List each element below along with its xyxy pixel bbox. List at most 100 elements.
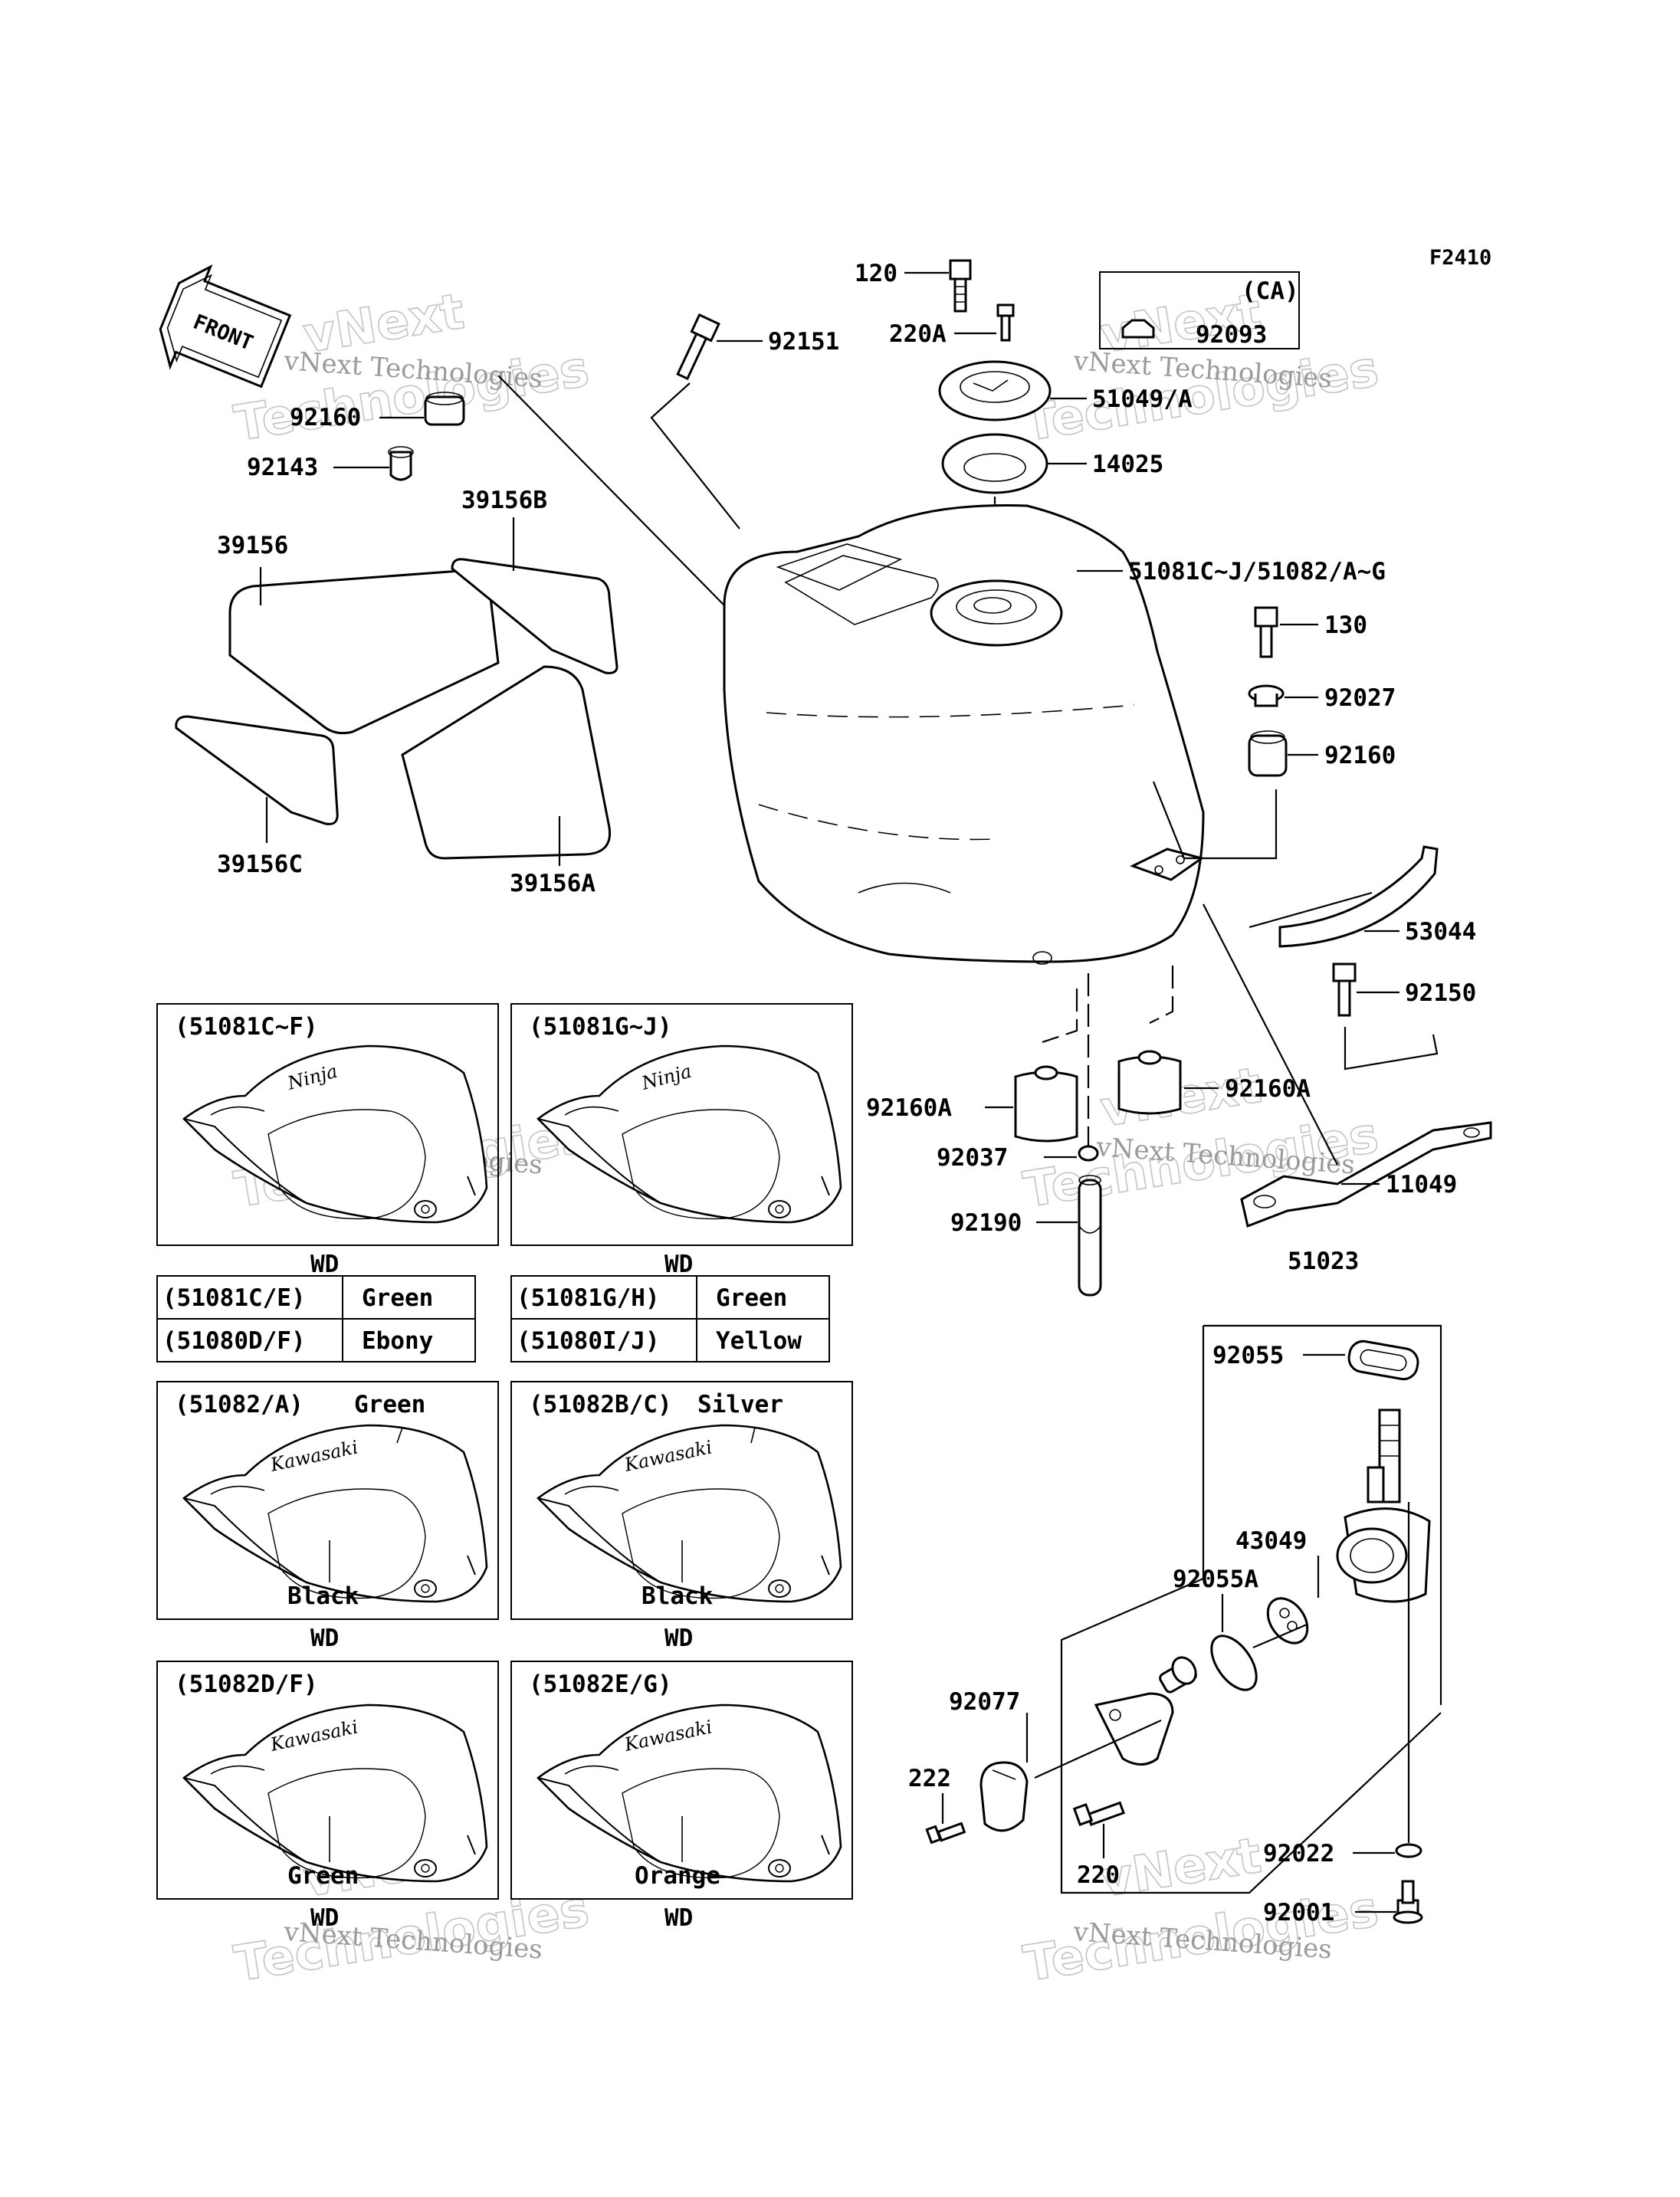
damper-92160-icon <box>1248 730 1288 777</box>
variant-panel-51081G-J <box>510 1003 853 1246</box>
variant-panel-51082B-C <box>510 1381 853 1620</box>
callout-39156A: 39156A <box>510 870 596 897</box>
variant-3-code: (51082/A) <box>175 1391 304 1418</box>
variant-4-lower: Black <box>641 1582 714 1610</box>
knee-pad-39156C-icon <box>175 715 339 825</box>
callout-92190: 92190 <box>950 1209 1022 1237</box>
region-box <box>1099 271 1300 349</box>
variant-5-lower: Green <box>287 1862 359 1890</box>
variant-2-tag: WD <box>664 1251 693 1278</box>
grommet-92160-icon <box>424 392 465 426</box>
callout-92055: 92055 <box>1212 1342 1284 1369</box>
screw-222-icon <box>925 1822 966 1844</box>
bolt-92150-icon <box>1332 962 1357 1017</box>
table-1-row-2-code: (51080D/F) <box>162 1327 306 1355</box>
variant-6-tag: WD <box>664 1904 693 1932</box>
callout-92151: 92151 <box>768 328 839 356</box>
callout-92027: 92027 <box>1324 684 1396 712</box>
callout-92001: 92001 <box>1263 1899 1334 1926</box>
callout-222: 222 <box>908 1765 951 1792</box>
rubber-strip-53044-icon <box>1278 845 1439 948</box>
filler-cap-icon <box>938 360 1052 421</box>
table-1-row-2-color: Ebony <box>362 1327 433 1355</box>
washer-92022-icon <box>1395 1843 1422 1858</box>
callout-51081: 51081C~J/51082/A~G <box>1128 558 1386 585</box>
callout-92160A-left: 92160A <box>866 1094 952 1122</box>
variant-6-lower: Orange <box>635 1862 720 1890</box>
variant-1-code: (51081C~F) <box>175 1013 318 1041</box>
knee-pad-39156A-icon <box>401 665 612 860</box>
table-1-row-1-code: (51081C/E) <box>162 1284 306 1312</box>
callout-51049A: 51049/A <box>1092 385 1193 413</box>
plate-92077-icon <box>1094 1692 1174 1766</box>
color-table-2: (51081G/H) Green (51080I/J) Yellow <box>510 1275 830 1362</box>
knee-pad-39156B-icon <box>451 558 619 674</box>
callout-220A: 220A <box>889 320 947 348</box>
variant-5-tag: WD <box>310 1904 339 1932</box>
variant-3-tag: WD <box>310 1625 339 1652</box>
front-arrow-icon: FRONT <box>159 264 292 389</box>
diagram-code: F2410 <box>1429 246 1491 270</box>
filter-43049-icon <box>1266 1597 1309 1644</box>
callout-39156C: 39156C <box>217 851 303 878</box>
callout-92160A-right: 92160A <box>1225 1075 1311 1103</box>
callout-92160-top: 92160 <box>290 404 361 431</box>
callout-130: 130 <box>1324 612 1367 639</box>
callout-92143: 92143 <box>247 454 318 481</box>
callout-39156: 39156 <box>217 532 288 559</box>
bolt-92001-icon <box>1393 1880 1423 1924</box>
table-2-row-1-color: Green <box>716 1284 787 1312</box>
cap-92093-icon <box>1121 319 1155 339</box>
o-ring-92055A-icon <box>1210 1635 1258 1691</box>
table-2-row-2-color: Yellow <box>716 1327 802 1355</box>
region-box-label: (CA) <box>1242 277 1299 305</box>
callout-53044: 53044 <box>1405 918 1476 946</box>
variant-4-code: (51082B/C) <box>529 1391 672 1418</box>
callout-39156B: 39156B <box>461 487 547 514</box>
variant-panel-51082E-G <box>510 1661 853 1900</box>
callout-14025: 14025 <box>1092 451 1163 478</box>
callout-92055A: 92055A <box>1173 1566 1258 1593</box>
callout-11049: 11049 <box>1386 1171 1457 1199</box>
color-table-1: (51081C/E) Green (51080D/F) Ebony <box>156 1275 476 1362</box>
grommet-92143-icon <box>388 446 414 481</box>
bolt-120-icon <box>949 259 972 313</box>
callout-92160-right: 92160 <box>1324 742 1396 769</box>
variant-3-color: Green <box>354 1391 425 1418</box>
variant-5-code: (51082D/F) <box>175 1671 318 1698</box>
variant-4-tag: WD <box>664 1625 693 1652</box>
variant-3-lower: Black <box>287 1582 359 1610</box>
variant-1-tag: WD <box>310 1251 339 1278</box>
variant-6-code: (51082E/G) <box>529 1671 672 1698</box>
hose-92190-icon <box>1078 1175 1102 1297</box>
variant-panel-51082D-F <box>156 1661 499 1900</box>
valve-stem-icon <box>1159 1656 1197 1694</box>
knee-pad-39156-icon <box>228 569 500 735</box>
knob-icon <box>979 1761 1029 1832</box>
screw-220A-icon <box>996 303 1015 342</box>
bolt-130-icon <box>1254 606 1278 658</box>
callout-92093: 92093 <box>1196 321 1267 349</box>
damper-92160A-right-icon <box>1117 1050 1182 1115</box>
table-2-row-1-code: (51081G/H) <box>517 1284 660 1312</box>
fuel-cock-body-icon <box>1336 1408 1431 1603</box>
fuel-tank-icon <box>723 504 1205 965</box>
table-2-row-2-code: (51080I/J) <box>517 1327 660 1355</box>
gasket-92055-icon <box>1347 1340 1419 1381</box>
variant-panel-51081C-F <box>156 1003 499 1246</box>
callout-51023: 51023 <box>1288 1248 1359 1275</box>
table-1-row-1-color: Green <box>362 1284 433 1312</box>
damper-92160A-left-icon <box>1014 1065 1078 1143</box>
callout-92037: 92037 <box>937 1144 1008 1172</box>
callout-220: 220 <box>1077 1861 1120 1889</box>
callout-120: 120 <box>855 260 897 287</box>
callout-92077: 92077 <box>949 1688 1020 1716</box>
screw-220-icon <box>1072 1801 1125 1827</box>
collar-92027-icon <box>1248 684 1285 707</box>
bracket-11049-icon <box>1240 1121 1492 1228</box>
callout-labels: 120 220A 92093 92151 51049/A 92160 92143… <box>217 260 1476 1926</box>
callout-43049: 43049 <box>1235 1527 1307 1555</box>
gasket-14025-icon <box>941 433 1048 494</box>
callout-92022: 92022 <box>1263 1840 1334 1867</box>
